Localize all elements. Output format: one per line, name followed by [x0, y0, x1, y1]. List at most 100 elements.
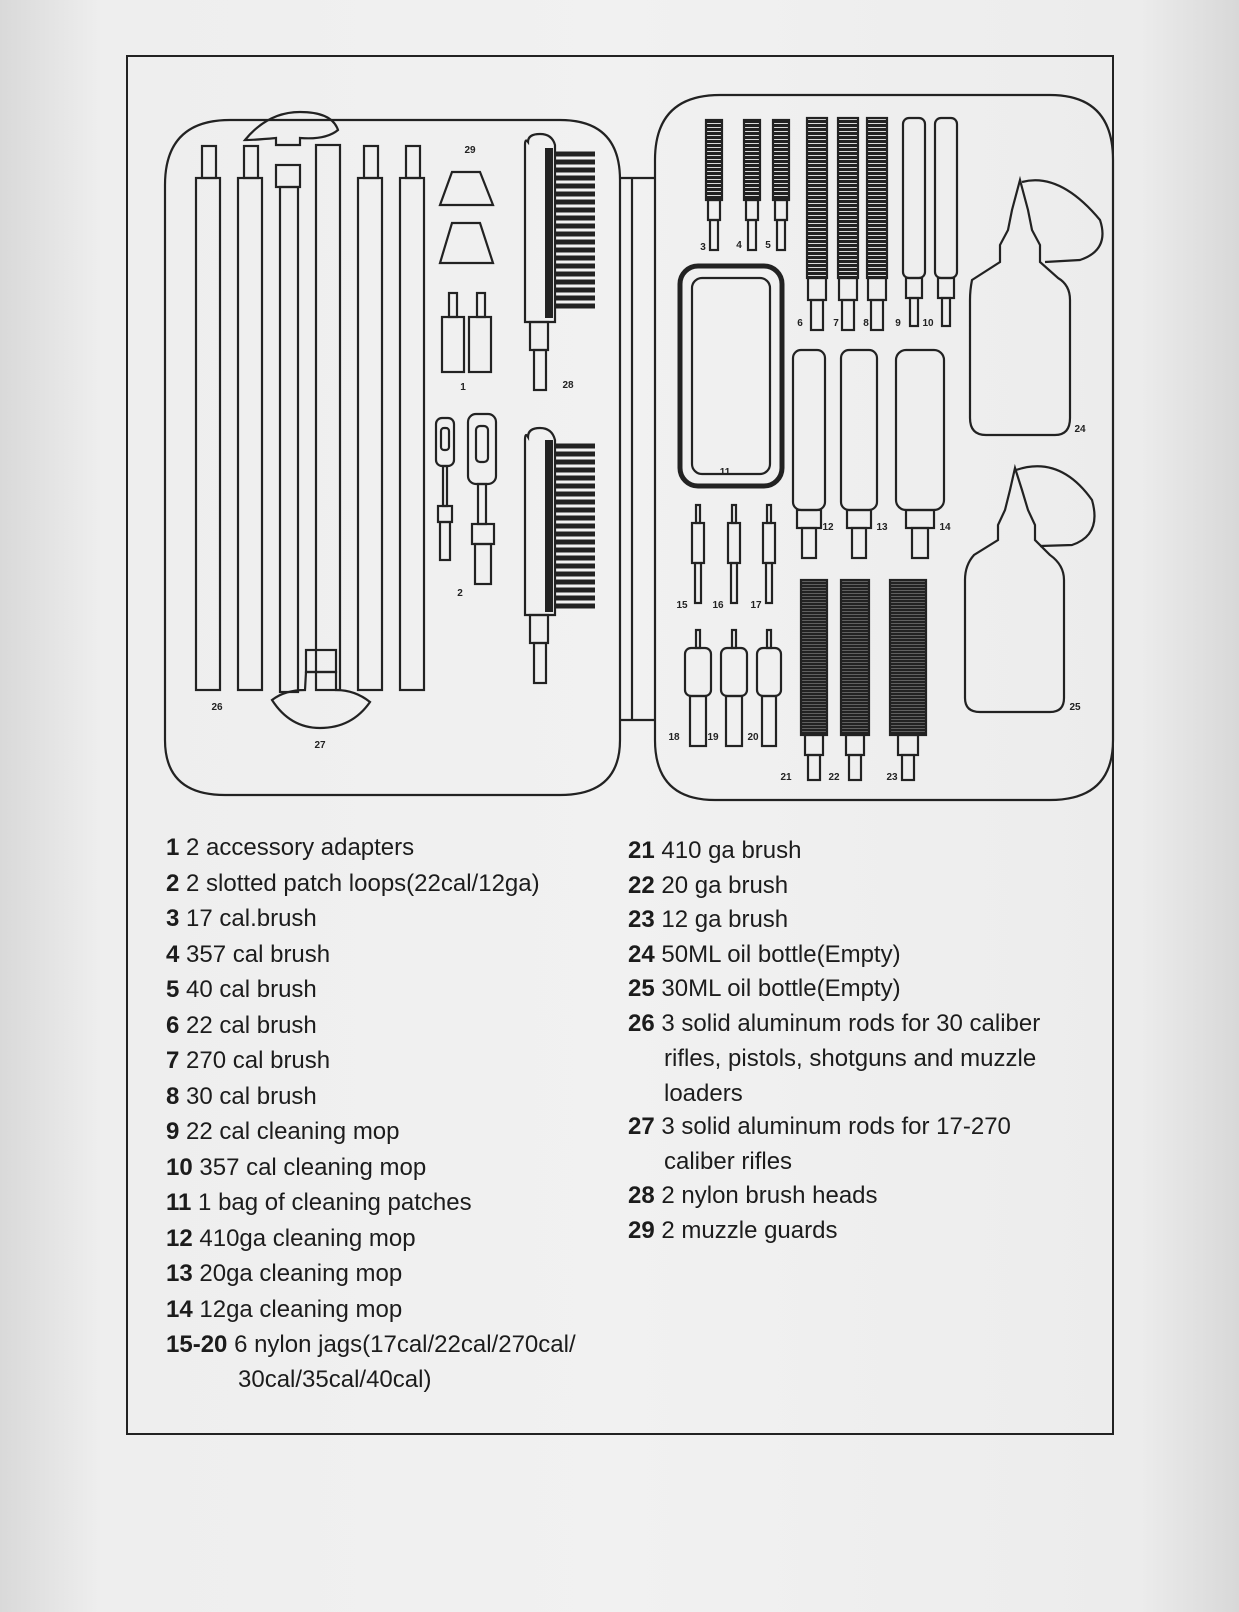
- legend-text: 20 ga brush: [661, 871, 789, 899]
- legend-number: 24: [628, 940, 655, 968]
- legend-text: 40 cal brush: [186, 976, 317, 1003]
- callout-26: 26: [211, 702, 223, 713]
- legend-number: 2: [166, 869, 180, 897]
- callout-29: 29: [464, 145, 476, 156]
- muzzle-guards-29: [438, 170, 495, 265]
- legend-number: 9: [166, 1118, 180, 1145]
- callout-21: 21: [780, 772, 792, 783]
- rods-group-26: [194, 144, 426, 692]
- callout-12: 12: [822, 522, 834, 533]
- legend-item: 23 12 ga brush: [628, 902, 788, 937]
- oil-bottle-25: [963, 463, 1096, 714]
- callout-4: 4: [736, 240, 742, 251]
- legend-text: 12ga cleaning mop: [199, 1295, 403, 1323]
- legend-number: 6: [166, 1011, 180, 1039]
- legend-item: 3 17 cal.brush: [166, 901, 317, 936]
- legend-text: 22 cal brush: [186, 1011, 317, 1039]
- legend-text: 3 solid aluminum rods for 30 caliber: [661, 1009, 1041, 1037]
- legend-number: 29: [628, 1216, 655, 1244]
- legend-item: 12 410ga cleaning mop: [166, 1221, 416, 1256]
- legend-item: 1 2 accessory adapters: [166, 830, 414, 865]
- callout-24: 24: [1074, 424, 1086, 435]
- callout-1: 1: [460, 382, 466, 393]
- callout-7: 7: [833, 318, 839, 329]
- brushes-21-22-23: [799, 578, 928, 782]
- legend-text: 17 cal.brush: [186, 905, 317, 932]
- legend-text: 2 muzzle guards: [661, 1216, 838, 1244]
- legend-text: 2 nylon brush heads: [661, 1182, 878, 1209]
- kit-diagram: 29 1 2 28 26 27 3 4 5 6 7 8 9 10 11 12 1…: [163, 93, 1115, 802]
- legend-item: 4 357 cal brush: [166, 937, 330, 972]
- callout-13: 13: [876, 522, 888, 533]
- legend-text: 270 cal brush: [186, 1047, 331, 1074]
- legend-item: 13 20ga cleaning mop: [166, 1256, 402, 1291]
- legend-item: 28 2 nylon brush heads: [628, 1178, 878, 1213]
- legend-text: 50ML oil bottle(Empty): [661, 940, 901, 968]
- legend-text: 2 accessory adapters: [186, 834, 415, 861]
- legend-text: 12 ga brush: [661, 906, 789, 933]
- legend-text: 357 cal brush: [186, 940, 331, 968]
- patch-loops-2: [434, 412, 498, 586]
- callout-28: 28: [562, 380, 574, 391]
- brushes-6-7-8: [805, 116, 889, 332]
- callout-27: 27: [314, 740, 326, 751]
- oil-bottle-24: [968, 175, 1104, 437]
- legend-item: 21 410 ga brush: [628, 833, 801, 868]
- legend-text: 3 solid aluminum rods for 17-270: [661, 1113, 1011, 1140]
- legend-text-continued: 30cal/35cal/40cal): [238, 1366, 432, 1393]
- callout-14: 14: [939, 522, 951, 533]
- callout-25: 25: [1069, 702, 1081, 713]
- legend-item: 14 12ga cleaning mop: [166, 1292, 402, 1327]
- legend-number: 27: [628, 1113, 655, 1140]
- callout-2: 2: [457, 588, 463, 599]
- legend-number: 13: [166, 1260, 193, 1287]
- jags-15-20: [683, 503, 783, 748]
- case-left-half: [163, 118, 622, 797]
- legend-item: 11 1 bag of cleaning patches: [166, 1185, 472, 1220]
- brush-heads-28: [523, 132, 595, 685]
- callout-18: 18: [668, 732, 680, 743]
- mops-9-10: [901, 116, 959, 328]
- callout-9: 9: [895, 318, 901, 329]
- callout-6: 6: [797, 318, 803, 329]
- legend-text: 357 cal cleaning mop: [199, 1153, 427, 1181]
- callout-16: 16: [712, 600, 724, 611]
- legend-number: 26: [628, 1009, 655, 1037]
- legend-number: 1: [166, 834, 180, 861]
- rods-group-27: [242, 110, 372, 730]
- callout-23: 23: [886, 772, 898, 783]
- legend-text: 410 ga brush: [661, 837, 802, 864]
- legend-number: 21: [628, 837, 655, 864]
- case-hinge: [620, 176, 655, 722]
- legend-item: 10 357 cal cleaning mop: [166, 1150, 426, 1185]
- legend-text: 30 cal brush: [186, 1082, 317, 1110]
- patch-bag-11: [677, 263, 785, 489]
- legend-item: 15-20 6 nylon jags(17cal/22cal/270cal/30…: [166, 1327, 576, 1397]
- legend-item: 29 2 muzzle guards: [628, 1213, 837, 1248]
- legend-number: 25: [628, 975, 655, 1002]
- legend-number: 10: [166, 1153, 193, 1181]
- legend-number: 23: [628, 906, 655, 933]
- legend-text-continued: loaders: [664, 1079, 743, 1107]
- legend-item: 22 20 ga brush: [628, 868, 788, 903]
- adapters-1: [440, 291, 493, 374]
- legend-text: 410ga cleaning mop: [199, 1224, 416, 1252]
- legend-text: 22 cal cleaning mop: [186, 1118, 400, 1145]
- callout-19: 19: [707, 732, 719, 743]
- legend-number: 7: [166, 1047, 180, 1074]
- legend-number: 14: [166, 1295, 193, 1323]
- legend-number: 22: [628, 871, 655, 899]
- legend-item: 9 22 cal cleaning mop: [166, 1114, 400, 1149]
- case-right-half: [653, 93, 1115, 802]
- legend-number: 12: [166, 1224, 193, 1252]
- callout-20: 20: [747, 732, 759, 743]
- legend-text: 2 slotted patch loops(22cal/12ga): [186, 869, 540, 897]
- callout-17: 17: [750, 600, 762, 611]
- mops-12-13-14: [791, 348, 946, 560]
- legend-text: 30ML oil bottle(Empty): [661, 975, 901, 1002]
- callout-10: 10: [922, 318, 934, 329]
- callout-8: 8: [863, 318, 869, 329]
